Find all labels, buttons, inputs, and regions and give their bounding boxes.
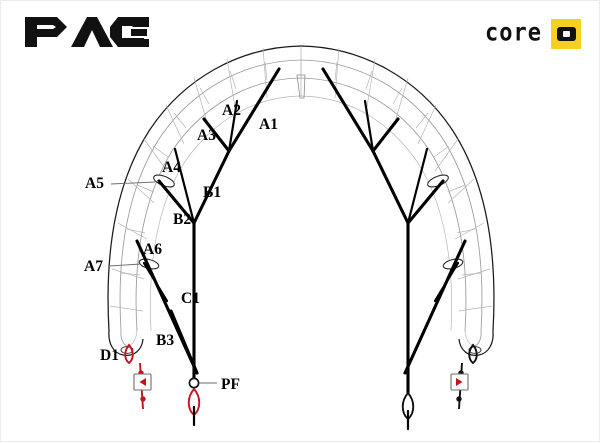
badge-core-shape (562, 31, 570, 37)
d1-tip-loop (124, 343, 134, 365)
d1-knot-lower (140, 396, 146, 402)
pace-logo (23, 15, 153, 54)
label-b3: B3 (156, 332, 174, 349)
label-a5: A5 (85, 175, 104, 192)
bridle-line-a2-right (363, 99, 375, 153)
a5-leader-line (110, 181, 156, 185)
badge-inner-shape (556, 27, 576, 41)
label-d1: D1 (100, 347, 119, 364)
bridle-line-a6-right (403, 239, 467, 375)
bridle-line-a2 (227, 99, 239, 153)
label-a6: A6 (143, 241, 162, 258)
right-lower-terminus (401, 391, 415, 431)
canopy-cell-dividers (109, 46, 493, 312)
core-badge-icon (551, 19, 581, 49)
bridle-line-a5-right (406, 179, 445, 225)
label-a3: A3 (197, 127, 216, 144)
a7-leader-line (108, 263, 142, 267)
right-tip-loop (468, 343, 478, 365)
label-a7: A7 (84, 258, 103, 275)
label-b1: B1 (203, 184, 221, 201)
label-pf: PF (221, 376, 240, 393)
label-c1: C1 (181, 290, 200, 307)
bridle-line-a5 (157, 179, 196, 225)
label-a1: A1 (259, 116, 278, 133)
left-swatch-marker (133, 373, 152, 391)
pulley-ring-icon (188, 377, 200, 389)
bridle-line-a3 (202, 117, 231, 153)
bridle-line-a4 (173, 147, 196, 225)
right-knot-lower (456, 396, 462, 402)
label-b2: B2 (173, 211, 191, 228)
bridle-line-b3 (169, 309, 199, 375)
label-a2: A2 (222, 102, 241, 119)
core-wordmark: core (485, 19, 542, 48)
bridle-line-a7-right (433, 261, 460, 303)
bridle-line-a1-right (321, 67, 375, 153)
bridle-line-b1-right (371, 149, 410, 225)
center-tab (296, 74, 306, 99)
right-swatch-marker (450, 373, 469, 391)
bridle-line-a3-right (371, 117, 400, 153)
pf-pulley-assembly (187, 377, 201, 427)
bridle-line-b1 (192, 149, 231, 225)
core-logo: core (485, 19, 581, 49)
bridle-line-a4-right (406, 147, 429, 225)
wingtip-left (108, 330, 144, 356)
bridle-line-a7 (142, 261, 169, 303)
label-a4: A4 (162, 159, 181, 176)
bridle-line-a1 (227, 67, 281, 153)
